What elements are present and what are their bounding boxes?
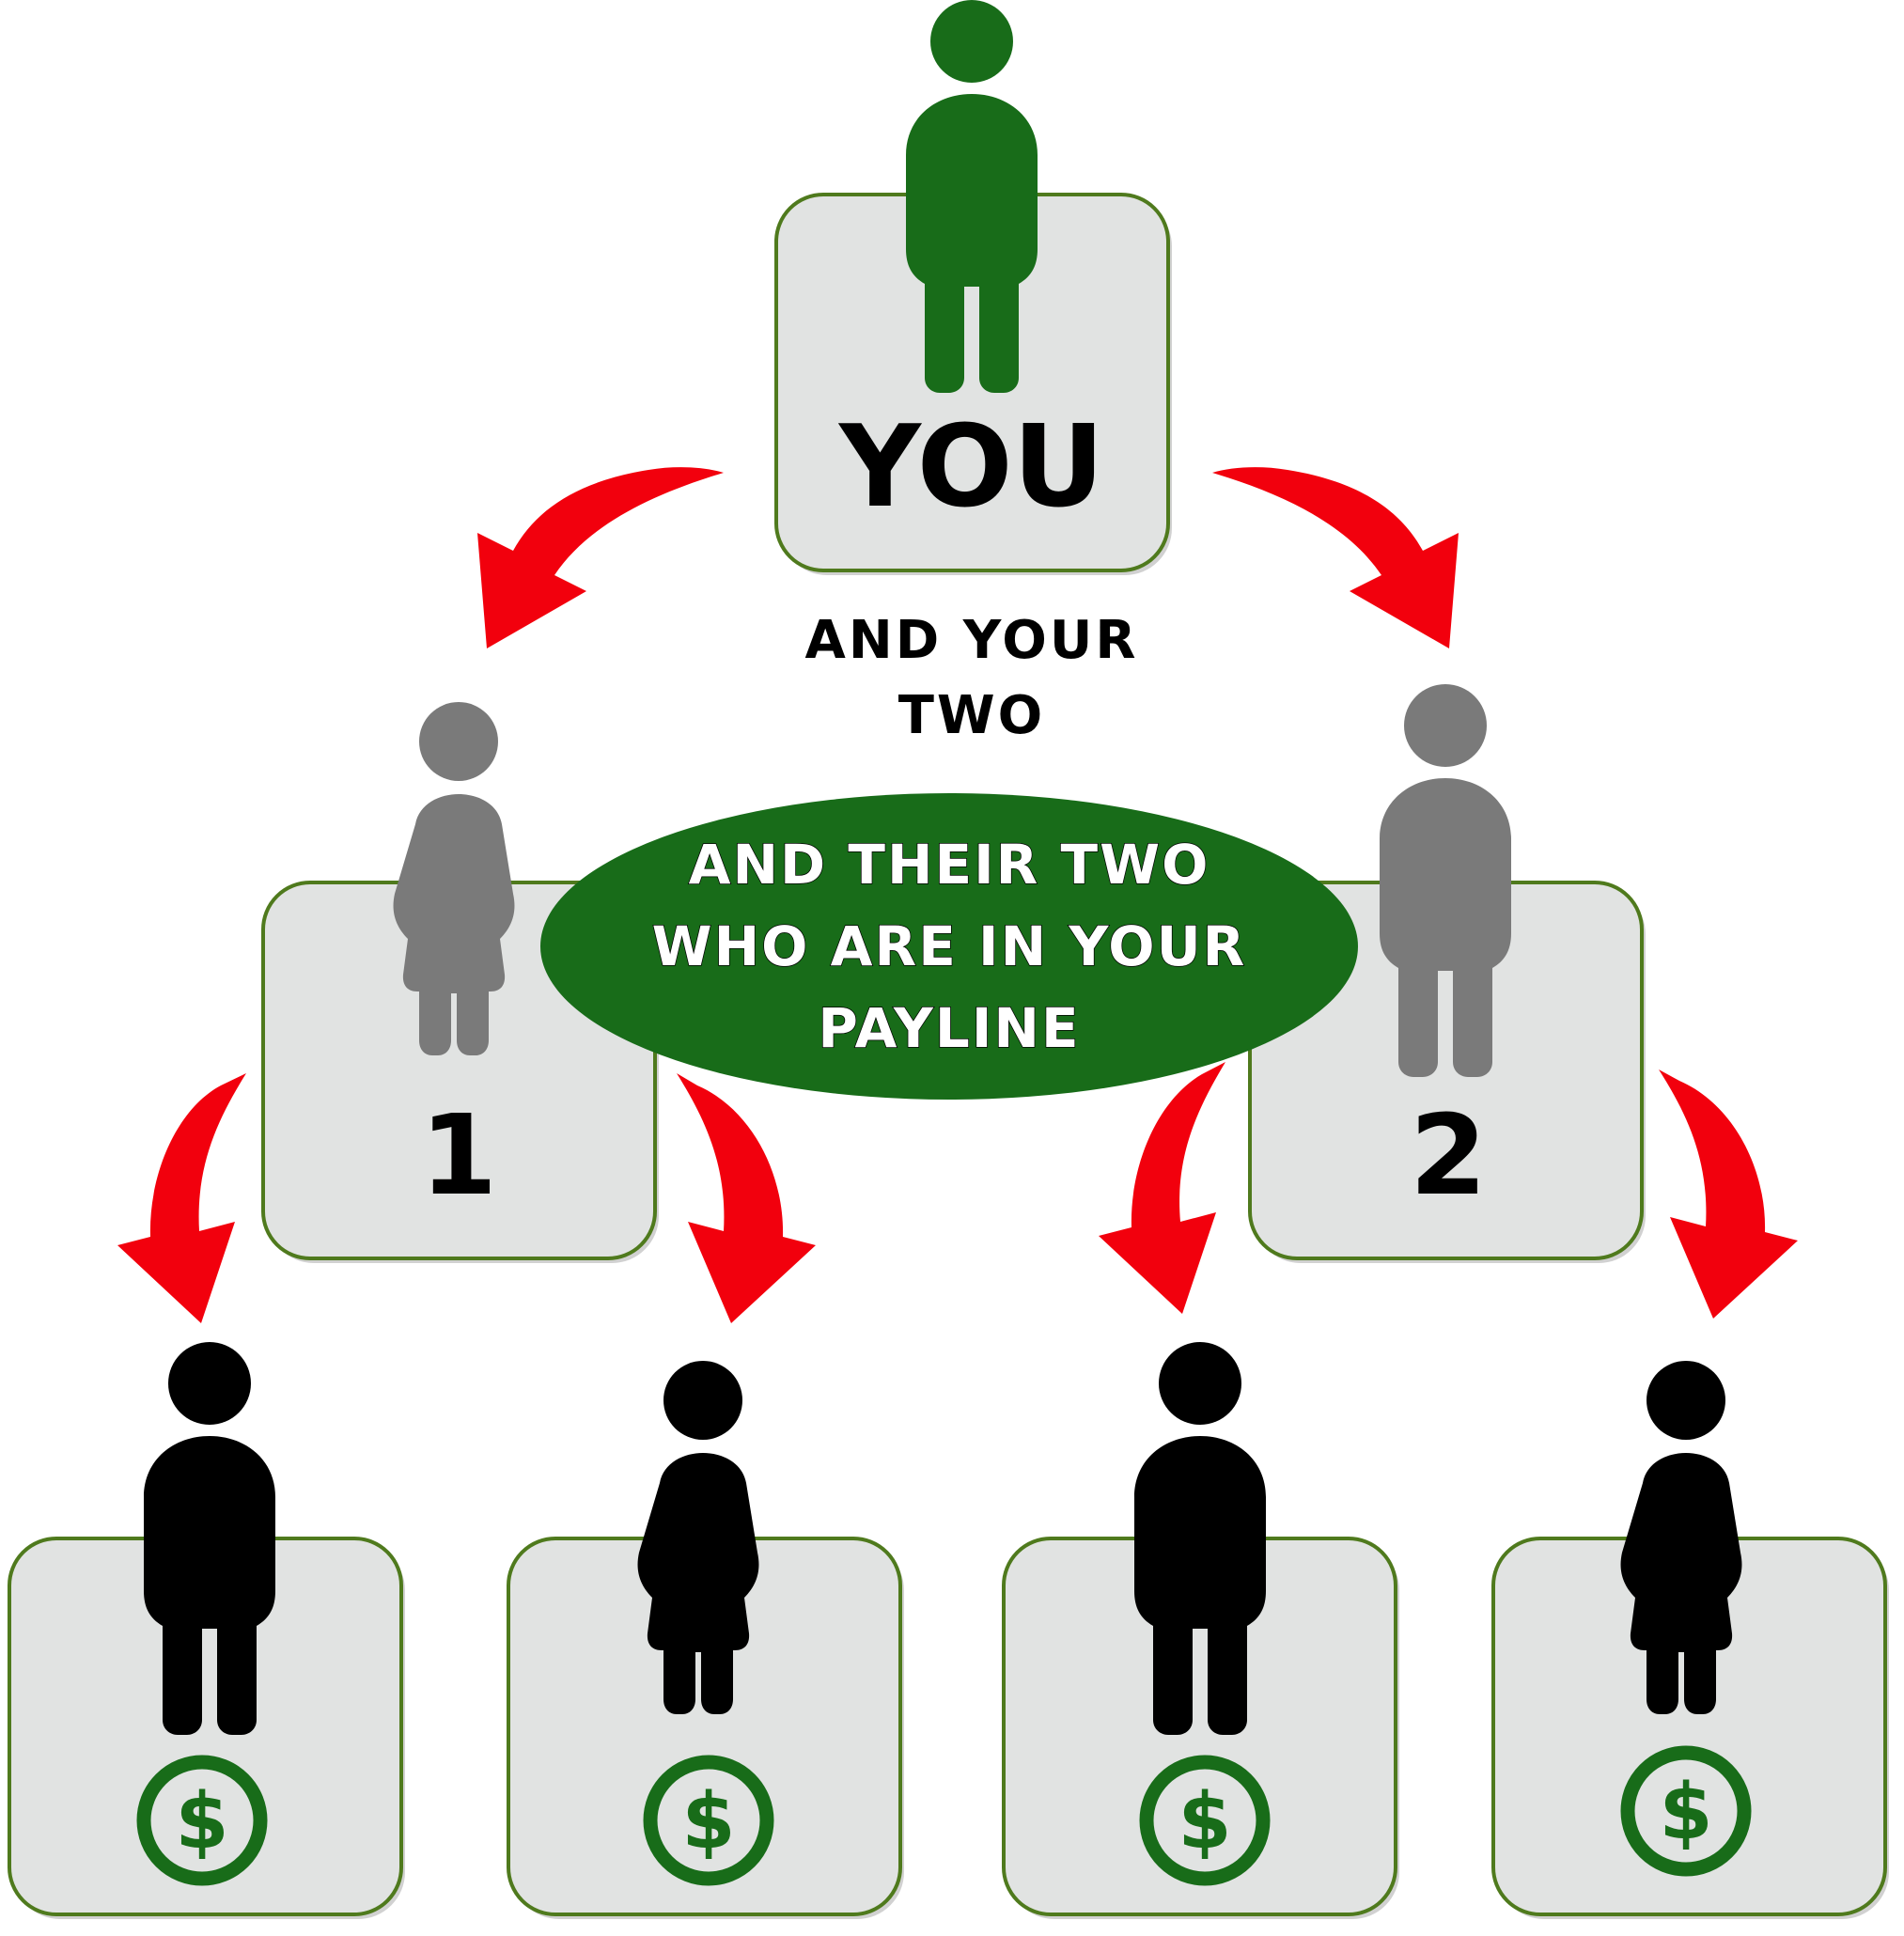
dollar-coin-icon: $ [1620,1745,1752,1877]
subtitle-line-2: TWO [898,685,1046,746]
oval-line-1: AND THEIR TWO [689,833,1210,897]
dollar-coin-icon: $ [136,1755,268,1886]
svg-text:$: $ [681,1777,735,1866]
node-1-label: 1 [420,1090,497,1220]
svg-text:$: $ [1659,1768,1712,1857]
node-2-label: 2 [1410,1090,1487,1220]
arrow-1-right [677,1073,816,1323]
svg-text:$: $ [175,1777,228,1866]
arrow-2-left [1099,1062,1225,1314]
node-3d: $ [1491,1361,1889,1919]
subtitle-line-1: AND YOUR [805,610,1139,671]
node-you: YOU [774,0,1172,575]
oval-line-3: PAYLINE [818,996,1080,1060]
arrow-2-right [1659,1069,1798,1319]
arrow-to-2 [1212,467,1459,648]
node-3c: $ [1002,1342,1399,1919]
arrow-to-1 [477,467,724,648]
arrow-1-left [117,1073,246,1323]
node-3b: $ [507,1361,904,1919]
oval-line-2: WHO ARE IN YOUR [652,914,1247,978]
dollar-coin-icon: $ [643,1755,774,1886]
node-3a: $ [8,1342,405,1919]
payline-oval: AND THEIR TWO WHO ARE IN YOUR PAYLINE [540,793,1358,1100]
dollar-coin-icon: $ [1139,1755,1271,1886]
svg-text:$: $ [1178,1777,1231,1866]
you-label: YOU [837,402,1104,533]
